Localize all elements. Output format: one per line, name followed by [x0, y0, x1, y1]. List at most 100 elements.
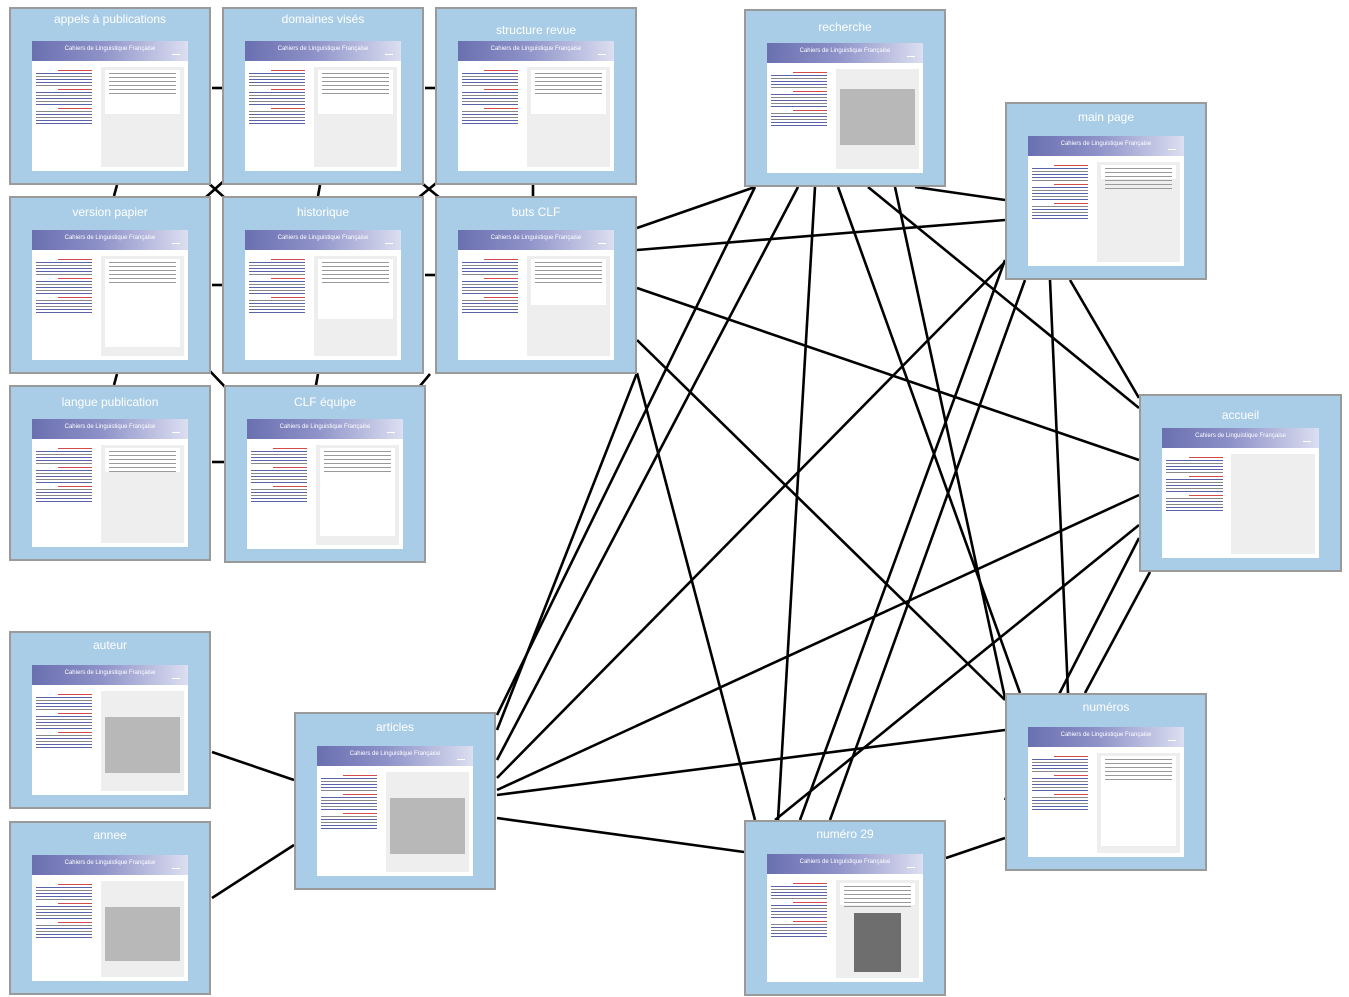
- thumbnail-banner: Cahiers de Linguistique Française: [32, 419, 188, 439]
- page-thumbnail: Cahiers de Linguistique Française: [245, 41, 401, 171]
- page-node-buts-clf[interactable]: buts CLF Cahiers de Linguistique Françai…: [435, 196, 637, 374]
- page-node-main-page[interactable]: main page Cahiers de Linguistique França…: [1005, 102, 1207, 280]
- thumbnail-banner: Cahiers de Linguistique Française: [32, 665, 188, 685]
- link-edge: [1048, 279, 1070, 694]
- thumbnail-banner: Cahiers de Linguistique Française: [1162, 428, 1319, 448]
- link-edge: [1083, 571, 1152, 694]
- page-node-structure-revue[interactable]: structure revue Cahiers de Linguistique …: [435, 7, 637, 185]
- thumbnail-banner: Cahiers de Linguistique Française: [245, 41, 401, 61]
- link-edge: [867, 185, 1140, 410]
- node-title: structure revue: [495, 23, 577, 37]
- thumbnail-header: Cahiers de Linguistique Française: [1060, 732, 1152, 738]
- thumbnail-header: Cahiers de Linguistique Française: [277, 46, 369, 52]
- link-edge: [496, 728, 1006, 797]
- page-node-auteur[interactable]: auteur Cahiers de Linguistique Française: [9, 631, 211, 809]
- link-edge: [836, 186, 1022, 694]
- node-title: articles: [375, 720, 414, 734]
- link-edge: [636, 218, 1006, 252]
- thumbnail-banner: Cahiers de Linguistique Française: [1028, 136, 1184, 156]
- link-edge: [636, 286, 1140, 462]
- thumbnail-header: Cahiers de Linguistique Française: [64, 860, 156, 866]
- link-edge: [112, 184, 119, 197]
- link-edge: [112, 373, 119, 386]
- link-edge: [945, 836, 1006, 860]
- page-thumbnail: Cahiers de Linguistique Française: [32, 230, 188, 360]
- thumbnail-banner: Cahiers de Linguistique Française: [458, 41, 614, 61]
- thumbnail-banner: Cahiers de Linguistique Française: [247, 419, 403, 439]
- page-node-recherche[interactable]: recherche Cahiers de Linguistique França…: [744, 9, 946, 187]
- thumbnail-header: Cahiers de Linguistique Française: [64, 424, 156, 430]
- node-title: main page: [1077, 110, 1135, 124]
- thumbnail-banner: Cahiers de Linguistique Française: [767, 43, 923, 63]
- link-edge: [316, 184, 322, 197]
- page-node-historique[interactable]: historique Cahiers de Linguistique Franç…: [222, 196, 424, 374]
- link-edge: [635, 372, 757, 821]
- link-edge: [914, 185, 1006, 202]
- node-title: numéros: [1082, 700, 1130, 714]
- page-node-clf-equipe[interactable]: CLF équipe Cahiers de Linguistique Franç…: [224, 385, 426, 563]
- page-node-accueil[interactable]: accueil Cahiers de Linguistique Français…: [1139, 394, 1342, 572]
- page-thumbnail: Cahiers de Linguistique Française: [1028, 136, 1184, 266]
- page-node-annee[interactable]: annee Cahiers de Linguistique Française: [9, 821, 211, 995]
- node-title: annee: [93, 828, 127, 842]
- page-thumbnail: Cahiers de Linguistique Française: [317, 746, 473, 876]
- page-thumbnail: Cahiers de Linguistique Française: [1162, 428, 1319, 558]
- node-title: appels à publications: [53, 12, 167, 26]
- thumbnail-header: Cahiers de Linguistique Française: [799, 48, 891, 54]
- page-thumbnail: Cahiers de Linguistique Française: [767, 43, 923, 173]
- node-title: numéro 29: [816, 827, 874, 841]
- thumbnail-header: Cahiers de Linguistique Française: [490, 235, 582, 241]
- thumbnail-header: Cahiers de Linguistique Française: [1195, 433, 1286, 439]
- link-edge: [496, 261, 1006, 779]
- link-edge: [495, 372, 639, 731]
- issue-cover-photo: [853, 913, 901, 973]
- link-edge: [776, 186, 817, 821]
- link-edge: [798, 259, 1007, 821]
- link-edge: [496, 816, 745, 854]
- link-edge: [495, 186, 757, 716]
- link-edge: [893, 186, 1007, 699]
- link-edge: [636, 339, 1006, 701]
- node-title: langue publication: [61, 395, 159, 409]
- thumbnail-banner: Cahiers de Linguistique Française: [32, 230, 188, 250]
- page-thumbnail: Cahiers de Linguistique Française: [458, 230, 614, 360]
- link-edge: [204, 179, 226, 199]
- link-edge: [636, 185, 756, 230]
- page-node-numero-29[interactable]: numéro 29 Cahiers de Linguistique França…: [744, 820, 946, 996]
- thumbnail-header: Cahiers de Linguistique Française: [1060, 141, 1152, 147]
- page-node-appels-a-publications[interactable]: appels à publications Cahiers de Linguis…: [9, 7, 211, 185]
- link-edge: [211, 843, 295, 900]
- node-title: recherche: [818, 20, 872, 34]
- page-node-numeros[interactable]: numéros Cahiers de Linguistique Français…: [1005, 693, 1207, 871]
- page-thumbnail: Cahiers de Linguistique Française: [32, 665, 188, 795]
- page-node-articles[interactable]: articles Cahiers de Linguistique Françai…: [294, 712, 496, 890]
- thumbnail-header: Cahiers de Linguistique Française: [490, 46, 582, 52]
- page-thumbnail: Cahiers de Linguistique Française: [458, 41, 614, 171]
- link-edge: [828, 279, 1027, 821]
- link-edge: [314, 373, 320, 386]
- link-edge: [419, 373, 431, 387]
- thumbnail-banner: Cahiers de Linguistique Française: [767, 854, 923, 874]
- node-title: auteur: [92, 638, 128, 652]
- node-title: domaines visés: [281, 12, 365, 26]
- page-node-version-papier[interactable]: version papier Cahiers de Linguistique F…: [9, 196, 211, 374]
- thumbnail-banner: Cahiers de Linguistique Française: [32, 41, 188, 61]
- page-node-langue-publication[interactable]: langue publication Cahiers de Linguistiq…: [9, 385, 211, 561]
- page-node-domaines-vises[interactable]: domaines visés Cahiers de Linguistique F…: [222, 7, 424, 185]
- thumbnail-banner: Cahiers de Linguistique Française: [32, 855, 188, 875]
- page-thumbnail: Cahiers de Linguistique Française: [32, 419, 188, 547]
- thumbnail-banner: Cahiers de Linguistique Française: [245, 230, 401, 250]
- link-edge: [495, 186, 800, 761]
- node-title: CLF équipe: [293, 395, 357, 409]
- thumbnail-banner: Cahiers de Linguistique Française: [317, 746, 473, 766]
- link-edge: [211, 750, 295, 782]
- page-thumbnail: Cahiers de Linguistique Française: [32, 855, 188, 981]
- page-thumbnail: Cahiers de Linguistique Française: [245, 230, 401, 360]
- node-title: buts CLF: [511, 205, 561, 219]
- thumbnail-header: Cahiers de Linguistique Française: [799, 859, 891, 865]
- thumbnail-header: Cahiers de Linguistique Française: [64, 46, 156, 52]
- page-thumbnail: Cahiers de Linguistique Française: [247, 419, 403, 549]
- thumbnail-banner: Cahiers de Linguistique Française: [1028, 727, 1184, 747]
- page-thumbnail: Cahiers de Linguistique Française: [1028, 727, 1184, 857]
- thumbnail-banner: Cahiers de Linguistique Française: [458, 230, 614, 250]
